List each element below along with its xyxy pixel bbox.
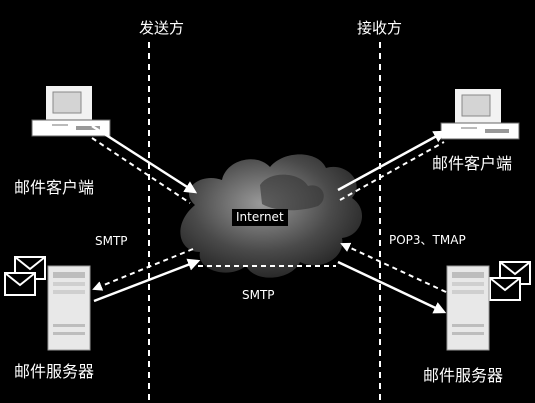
left-client-computer-icon xyxy=(31,86,111,137)
right-client-computer-icon xyxy=(440,89,520,140)
arrow-right-server-to-cloud-dashed xyxy=(340,242,447,293)
left-client-label: 邮件客户端 xyxy=(14,178,95,197)
right-mail-envelopes-icon xyxy=(489,261,531,301)
left-mail-server-icon xyxy=(47,265,91,351)
arrow-cloud-to-right-client-dashed xyxy=(339,141,445,201)
receiver-side-label: 接收方 xyxy=(357,19,403,37)
sender-side-label: 发送方 xyxy=(139,19,185,37)
internet-label: Internet xyxy=(232,209,288,227)
smtp-left-label: SMTP xyxy=(95,234,128,248)
arrow-client-to-cloud-dashed xyxy=(91,137,191,204)
arrow-cloud-to-right-client-solid xyxy=(337,130,447,192)
right-server-label: 邮件服务器 xyxy=(423,366,504,385)
left-server-label: 邮件服务器 xyxy=(14,362,95,381)
smtp-bottom-label: SMTP xyxy=(242,288,275,302)
right-client-label: 邮件客户端 xyxy=(432,154,513,173)
pop-tmap-label: POP3、TMAP xyxy=(389,233,466,247)
arrow-cloud-to-right-server-solid xyxy=(337,260,447,314)
left-mail-envelopes-icon xyxy=(4,256,46,296)
arrow-client-to-cloud-solid xyxy=(91,124,198,194)
right-mail-server-icon xyxy=(446,265,490,351)
arrow-left-server-to-cloud-solid xyxy=(93,258,201,303)
